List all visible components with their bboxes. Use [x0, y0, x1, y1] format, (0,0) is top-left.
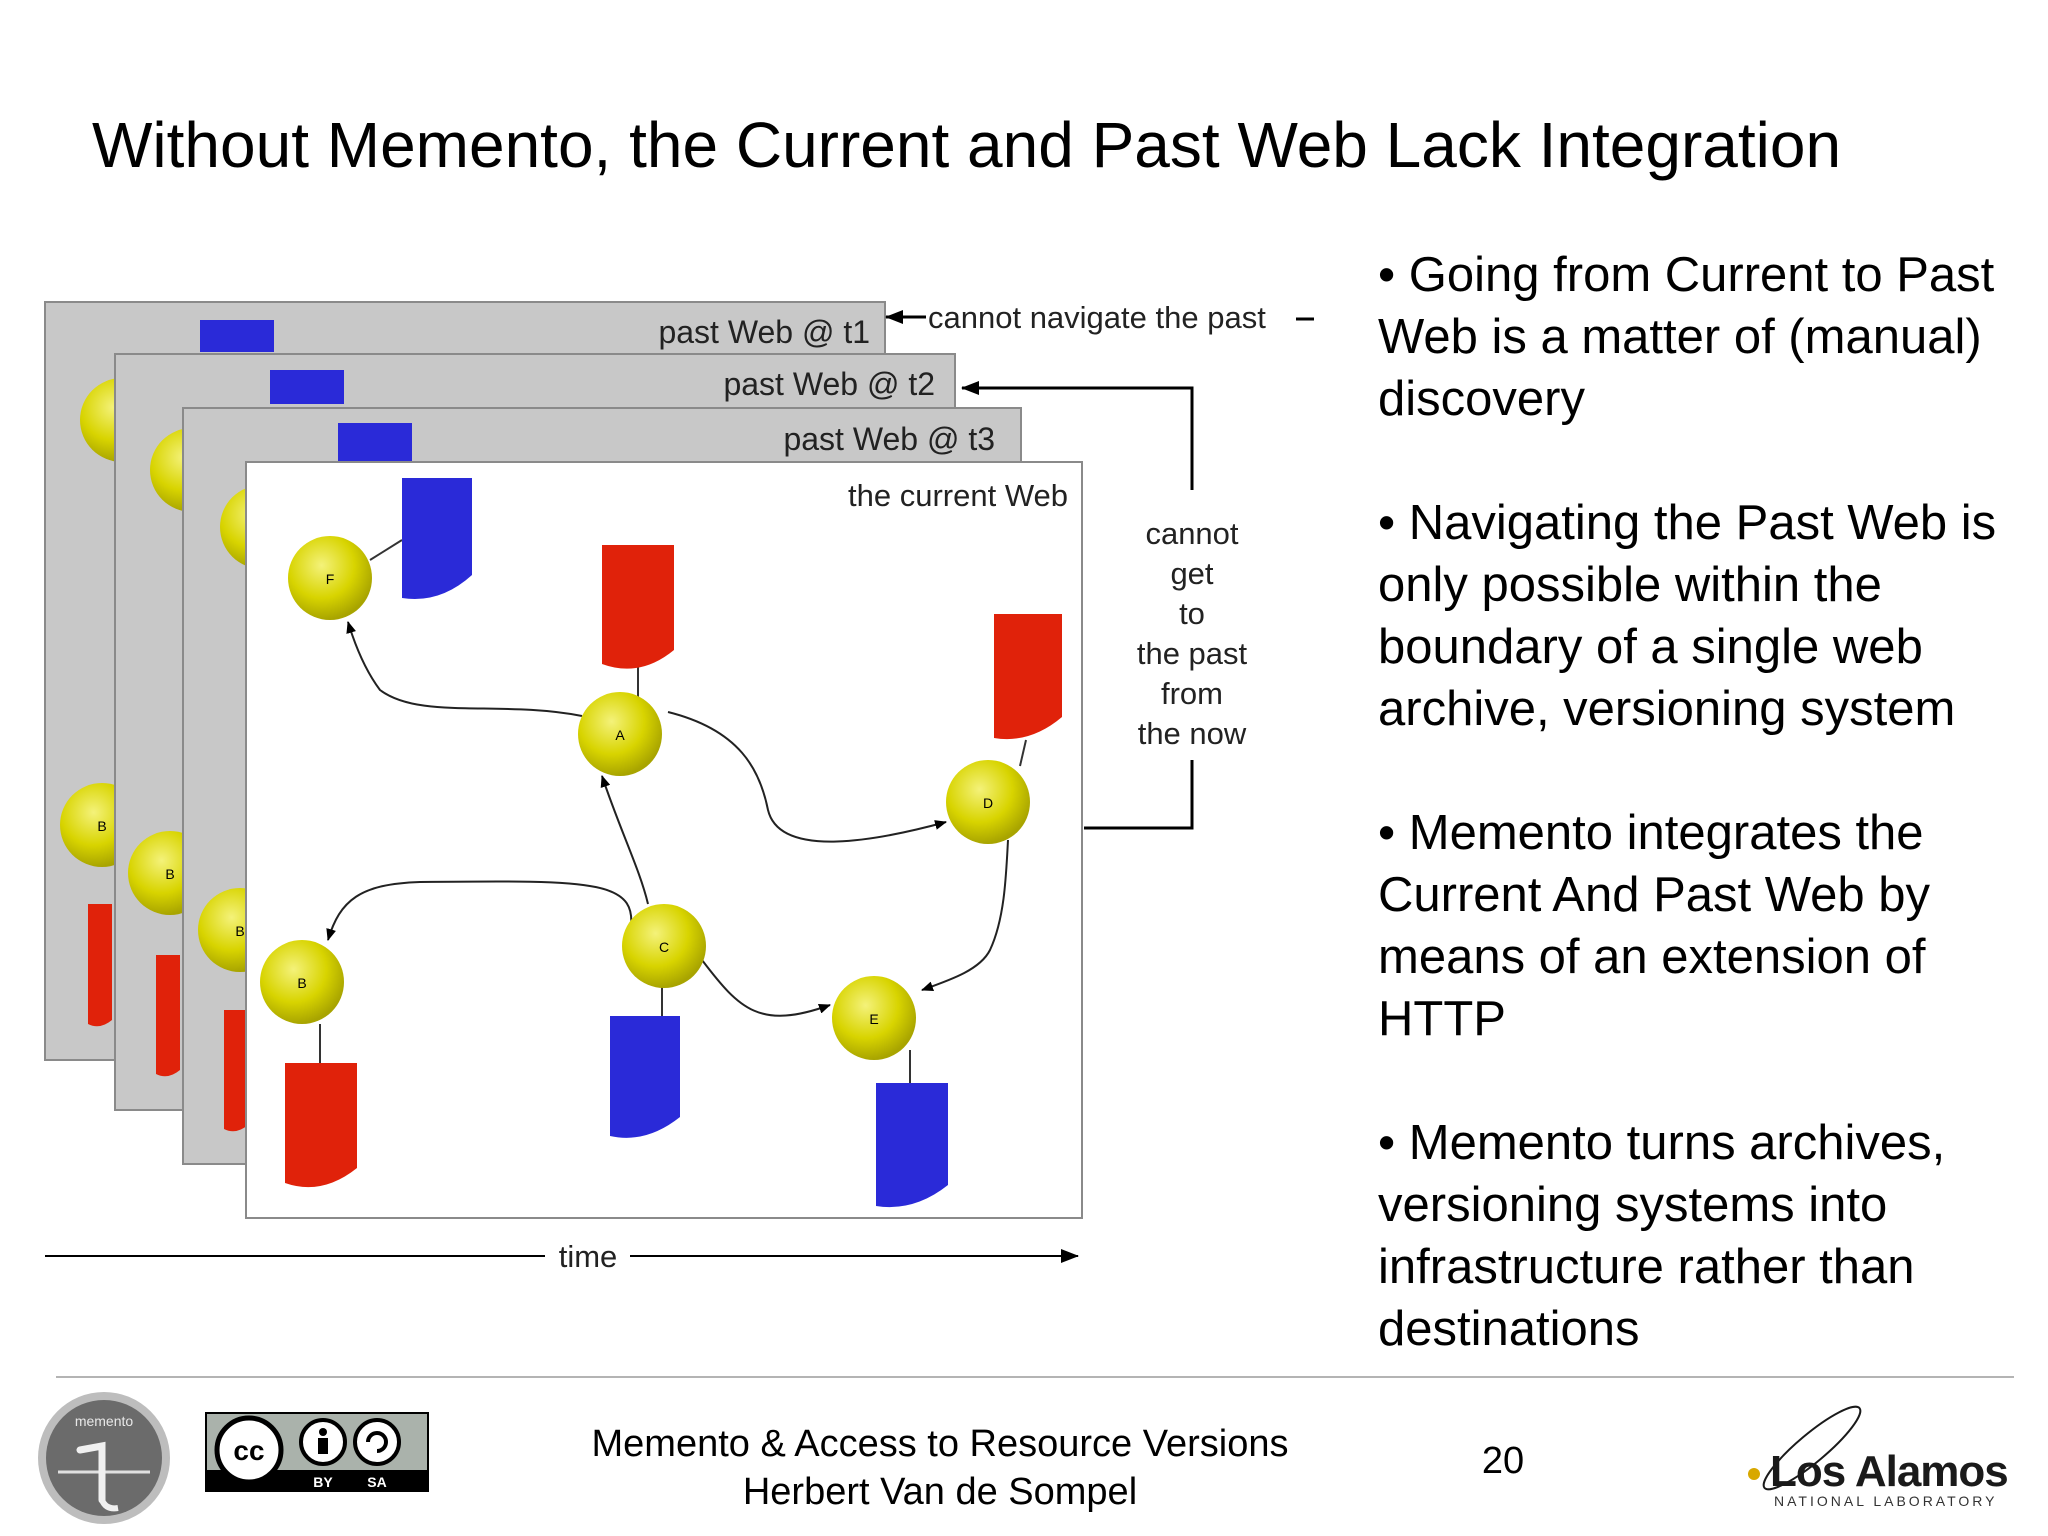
doc-red: [224, 1010, 248, 1132]
doc-red: [156, 955, 180, 1077]
cannot-get-line: to: [1179, 596, 1205, 631]
layer-t1-label: past Web @ t1: [658, 314, 870, 350]
node-b1-label: B: [97, 818, 106, 834]
doc-red-b: [285, 1063, 357, 1188]
node-c-label: C: [659, 939, 669, 955]
node-d-label: D: [983, 795, 993, 811]
memento-logo-text: memento: [75, 1413, 134, 1429]
footer-divider: [56, 1376, 2014, 1378]
footer-author: Herbert Van de Sompel: [742, 1471, 1138, 1513]
cannot-get-line: the past: [1137, 636, 1248, 671]
bullet-item: • Navigating the Past Web is only possib…: [1378, 496, 1997, 736]
node-d: [946, 760, 1030, 844]
layer-t2-label: past Web @ t2: [723, 366, 935, 402]
node-f-label: F: [326, 571, 335, 587]
cc-icon: cc: [233, 1435, 264, 1466]
node-a: [578, 692, 662, 776]
bullet-list: • Going from Current to Past Web is a ma…: [1378, 244, 2043, 1360]
layer-t3-label: past Web @ t3: [783, 421, 995, 457]
layer-current-label: the current Web: [848, 478, 1068, 513]
slide-title: Without Memento, the Current and Past We…: [92, 109, 1842, 181]
doc-blue-c: [610, 1016, 680, 1138]
link-arrows: [326, 621, 1009, 1017]
node-b3-label: B: [235, 923, 244, 939]
annotation-cannot-get: cannot get to the past from the now: [961, 381, 1248, 830]
footer-presentation-title: Memento & Access to Resource Versions: [591, 1423, 1289, 1465]
share-alike-icon: [366, 1431, 388, 1453]
doc-blue: [270, 370, 344, 404]
atom-dot-icon: [1748, 1468, 1760, 1480]
cannot-navigate-label: cannot navigate the past: [928, 300, 1266, 335]
doc-red-a: [602, 545, 674, 669]
node-b2-label: B: [165, 866, 174, 882]
doc-red-d: [994, 614, 1062, 740]
los-alamos-logo: Los Alamos NATIONAL LABORATORY: [1748, 1405, 2009, 1509]
time-axis: time: [45, 1239, 1079, 1274]
web-layers-diagram: B past Web @ t1 B past Web @ t2 B past W…: [44, 300, 1314, 1274]
page-number: 20: [1481, 1440, 1525, 1482]
cc-sa-label: SA: [367, 1474, 386, 1490]
doc-blue: [338, 423, 412, 463]
node-e: [832, 976, 916, 1060]
node-e-label: E: [869, 1011, 878, 1027]
bullet-item: • Memento integrates the Current And Pas…: [1378, 806, 1930, 1046]
time-label: time: [559, 1239, 618, 1274]
node-f: [288, 536, 372, 620]
cc-by-sa-badge: cc BY SA: [205, 1412, 429, 1492]
bullet-item: • Memento turns archives, versioning sys…: [1378, 1116, 1946, 1356]
lab-subtitle: NATIONAL LABORATORY: [1774, 1493, 1998, 1509]
by-person-icon: [319, 1428, 327, 1436]
doc-blue-f: [402, 478, 472, 600]
lab-name: Los Alamos: [1770, 1447, 2008, 1496]
cc-by-label: BY: [313, 1474, 333, 1490]
node-a-label: A: [615, 727, 625, 743]
doc-blue: [200, 320, 274, 352]
node-c: [622, 904, 706, 988]
cannot-get-line: cannot: [1145, 516, 1238, 551]
doc-red: [88, 904, 112, 1027]
cannot-get-line: the now: [1138, 716, 1247, 751]
memento-logo: memento: [38, 1392, 170, 1524]
node-b: [260, 940, 344, 1024]
footer-credit: Memento & Access to Resource Versions He…: [560, 1420, 1320, 1516]
cannot-get-line: get: [1170, 556, 1213, 591]
bullet-item: • Going from Current to Past Web is a ma…: [1378, 248, 1995, 426]
annotation-cannot-navigate: cannot navigate the past: [885, 300, 1314, 335]
node-b-label: B: [297, 975, 306, 991]
cannot-get-line: from: [1161, 676, 1223, 711]
doc-blue-e: [876, 1083, 948, 1208]
layer-current-web: the current Web F A: [245, 461, 1083, 1219]
